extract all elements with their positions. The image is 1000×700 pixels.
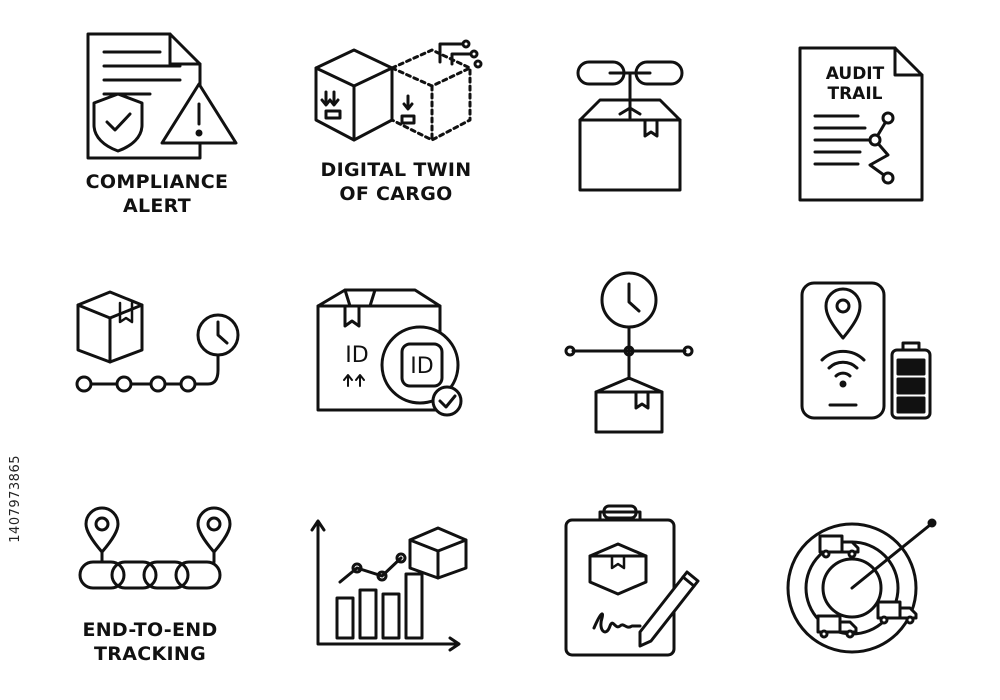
compliance-alert-label-line-2: ALERT [123, 195, 191, 217]
end-to-end-label-line-1: END-TO-END [82, 619, 217, 641]
signed-clipboard-icon [564, 504, 700, 657]
compliance-alert-icon [86, 32, 238, 160]
audit-trail-icon [798, 46, 924, 202]
digital-twin-icon [314, 39, 483, 142]
cargo-box-id-text: ID [345, 343, 368, 368]
audit-trail-doc-line-1: AUDIT [826, 64, 885, 84]
clock-box-icon [564, 271, 694, 434]
digital-twin-label-line-1: DIGITAL TWIN [321, 159, 472, 181]
chain-box-icon [576, 60, 684, 192]
mobile-location-icon [800, 281, 932, 420]
timeline-box-icon [75, 290, 240, 393]
stock-id-text: 1407973865 [8, 455, 23, 543]
audit-trail-doc-line-2: TRAIL [827, 84, 882, 104]
end-to-end-tracking-icon [78, 506, 232, 590]
cargo-id-icon [316, 288, 463, 417]
end-to-end-label-line-2: TRACKING [94, 643, 206, 665]
growth-chart-icon [310, 519, 468, 652]
cargo-badge-id-text: ID [410, 354, 433, 379]
digital-twin-label-line-2: OF CARGO [339, 183, 452, 205]
radar-trucks-icon [786, 518, 937, 654]
compliance-alert-label-line-1: COMPLIANCE [86, 171, 229, 193]
